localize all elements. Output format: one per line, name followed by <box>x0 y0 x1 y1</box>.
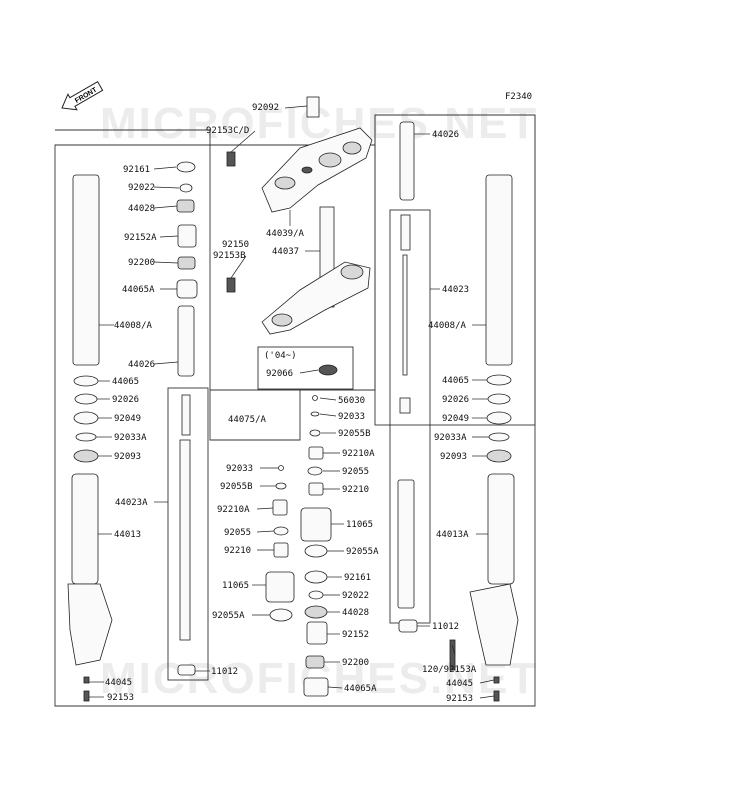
front-arrow-icon: FRONT <box>61 80 104 111</box>
label-92210a-mid: 92210A <box>217 505 250 515</box>
label-11012-left: 11012 <box>211 667 238 677</box>
label-44028-center: 44028 <box>342 608 369 618</box>
label-92153-left: 92153 <box>107 693 134 703</box>
label-92033-center: 92033 <box>338 412 365 422</box>
label-92153-right: 92153 <box>446 694 473 704</box>
center-parts <box>265 395 332 697</box>
label-44026-right: 44026 <box>432 130 459 140</box>
label-92055-mid: 92055 <box>224 528 251 538</box>
label-92152a-left: 92152A <box>124 233 157 243</box>
label-92049-right: 92049 <box>442 414 469 424</box>
label-92049-left: 92049 <box>114 414 141 424</box>
label-44037: 44037 <box>272 247 299 257</box>
label-92093-right: 92093 <box>440 452 467 462</box>
label-92055-center: 92055 <box>342 467 369 477</box>
label-92022-center: 92022 <box>342 591 369 601</box>
label-44023a-left: 44023A <box>115 498 148 508</box>
label-92200-center: 92200 <box>342 658 369 668</box>
label-44008a-right: 44008/A <box>428 321 467 331</box>
upper-triple-clamp <box>226 96 373 213</box>
label-92033a-left: 92033A <box>114 433 147 443</box>
label-92150: 92150 <box>222 240 249 250</box>
part-labels: 92092 92153C/D 44039/A 92150 92153B 4403… <box>105 103 477 704</box>
label-44065-left: 44065 <box>112 377 139 387</box>
label-11065-mid: 11065 <box>222 581 249 591</box>
label-92066: 92066 <box>266 369 293 379</box>
label-44065a-center: 44065A <box>344 684 377 694</box>
frame-year-note <box>257 346 354 390</box>
label-44013a-right: 44013A <box>436 530 469 540</box>
label-92055a-center: 92055A <box>346 547 379 557</box>
label-11012-right: 11012 <box>432 622 459 632</box>
label-92210-mid: 92210 <box>224 546 251 556</box>
frame-right-top <box>374 114 536 426</box>
figure-id: F2340 <box>505 92 532 102</box>
label-92055b-center: 92055B <box>338 429 371 439</box>
label-92055a-mid: 92055A <box>212 611 245 621</box>
right-fork-parts <box>397 121 519 702</box>
label-92092: 92092 <box>252 103 279 113</box>
label-56030: 56030 <box>338 396 365 406</box>
label-92161-center: 92161 <box>344 573 371 583</box>
frame-center-box <box>209 390 301 441</box>
label-year-note: ('04~) <box>264 351 297 361</box>
label-44075a: 44075/A <box>228 415 267 425</box>
label-44028-left: 44028 <box>128 204 155 214</box>
label-92210a-center: 92210A <box>342 449 375 459</box>
label-44045-right: 44045 <box>446 679 473 689</box>
label-44023-right: 44023 <box>442 285 469 295</box>
left-fork-parts <box>67 161 198 702</box>
label-92153cd: 92153C/D <box>206 126 249 136</box>
leader-lines <box>89 105 495 699</box>
label-92152-center: 92152 <box>342 630 369 640</box>
label-44065-right: 44065 <box>442 376 469 386</box>
label-120-92153a: 120/92153A <box>422 665 477 675</box>
label-44026-left: 44026 <box>128 360 155 370</box>
label-92093-left: 92093 <box>114 452 141 462</box>
label-44045-left: 44045 <box>105 678 132 688</box>
label-92210-center: 92210 <box>342 485 369 495</box>
label-92026-right: 92026 <box>442 395 469 405</box>
label-92022-left: 92022 <box>128 183 155 193</box>
label-44008a-left: 44008/A <box>114 321 153 331</box>
label-44039a: 44039/A <box>266 229 305 239</box>
label-92033a-right: 92033A <box>434 433 467 443</box>
lower-triple-clamp <box>226 206 371 376</box>
label-11065-center: 11065 <box>346 520 373 530</box>
label-44065a-left: 44065A <box>122 285 155 295</box>
label-92055b-mid: 92055B <box>220 482 253 492</box>
label-92200-left: 92200 <box>128 258 155 268</box>
label-44013-left: 44013 <box>114 530 141 540</box>
label-92026-left: 92026 <box>112 395 139 405</box>
label-92153b: 92153B <box>213 251 246 261</box>
label-92033-mid: 92033 <box>226 464 253 474</box>
frame-left-rod <box>167 387 209 681</box>
label-92161-left: 92161 <box>123 165 150 175</box>
